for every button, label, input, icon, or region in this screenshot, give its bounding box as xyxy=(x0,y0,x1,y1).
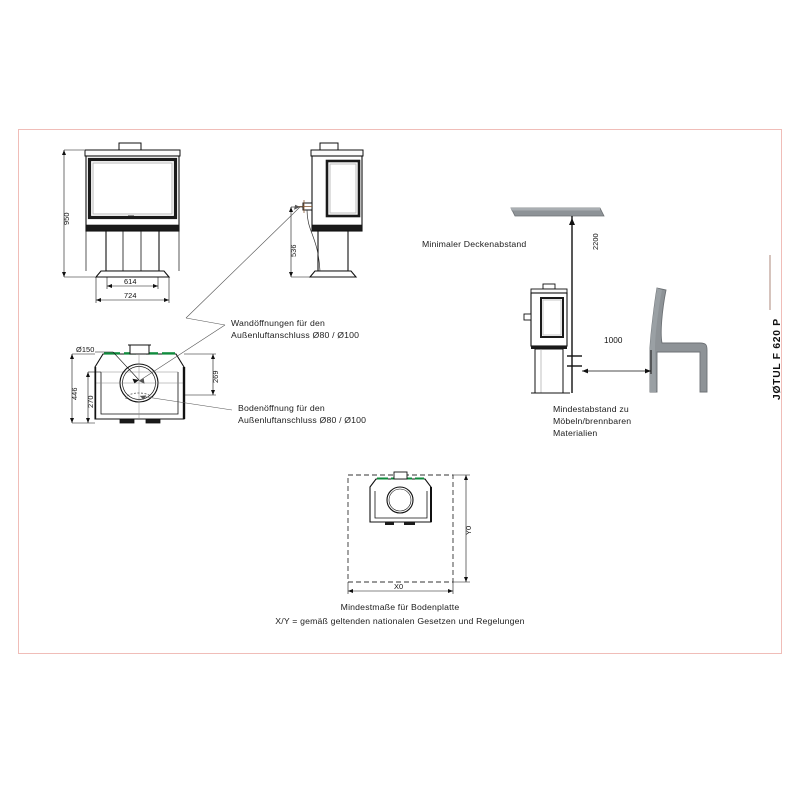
front-elevation-drawing xyxy=(84,142,181,278)
top-plan-drawing xyxy=(94,344,186,424)
wall-opening-leader-2 xyxy=(138,324,226,384)
front-dimension-724 xyxy=(95,277,170,303)
floorplate-dimension-y xyxy=(453,474,470,583)
dim-top-270: 270 xyxy=(86,395,95,408)
front-dimension-height xyxy=(62,149,95,278)
model-name-label: JØTUL F 620 P xyxy=(772,318,783,400)
clearance-stove-drawing xyxy=(523,283,582,394)
caption-furniture-line3: Materialien xyxy=(553,428,598,438)
side-elevation-drawing xyxy=(297,142,364,278)
drawing-frame xyxy=(18,129,782,654)
top-dimension-269 xyxy=(184,353,216,396)
annotation-wall-opening-line1: Wandöffnungen für den xyxy=(231,318,325,328)
front-dimension-614 xyxy=(106,277,159,289)
top-dimension-270 xyxy=(86,371,101,423)
furniture-dimension-1000 xyxy=(582,350,652,374)
floorplate-dimension-x xyxy=(347,582,454,594)
chair-silhouette xyxy=(649,287,708,393)
caption-furniture-line1: Mindestabstand zu xyxy=(553,404,629,414)
annotation-floor-opening-line1: Bodenöffnung für den xyxy=(238,403,325,413)
wall-opening-leader xyxy=(185,204,301,326)
caption-furniture-line2: Möbeln/brennbaren xyxy=(553,416,632,426)
caption-floorplate-line1: Mindestmaße für Bodenplatte xyxy=(340,602,460,612)
annotation-wall-opening-line2: Außenluftanschluss Ø80 / Ø100 xyxy=(231,330,360,340)
dim-top-269: 269 xyxy=(211,370,220,383)
floor-plate-drawing xyxy=(347,471,454,583)
caption-floorplate-line2: X/Y = gemäß geltenden nationalen Gesetze… xyxy=(275,616,525,626)
dim-top-446: 446 xyxy=(70,387,79,400)
dim-front-724: 724 xyxy=(124,291,137,300)
floor-opening-leader xyxy=(139,395,233,411)
dim-floorplate-y: Y0 xyxy=(464,525,473,535)
side-dimension-536 xyxy=(289,206,310,278)
label-ceiling-distance: Minimaler Deckenabstand xyxy=(422,239,527,249)
ceiling-dimension-2200 xyxy=(569,216,575,393)
top-dimension-446 xyxy=(70,353,95,424)
dim-flue-diameter: Ø150 xyxy=(76,345,95,354)
dim-front-614: 614 xyxy=(124,277,137,286)
clearance-ceiling xyxy=(510,207,605,217)
dim-side-536: 536 xyxy=(289,244,298,257)
dim-front-height: 950 xyxy=(62,212,71,225)
annotation-floor-opening-line2: Außenluftanschluss Ø80 / Ø100 xyxy=(238,415,367,425)
flue-diameter-leader xyxy=(95,351,140,384)
dim-ceiling-2200: 2200 xyxy=(591,233,600,250)
dim-floorplate-x: X0 xyxy=(394,582,404,591)
dim-furniture-1000: 1000 xyxy=(604,336,623,345)
